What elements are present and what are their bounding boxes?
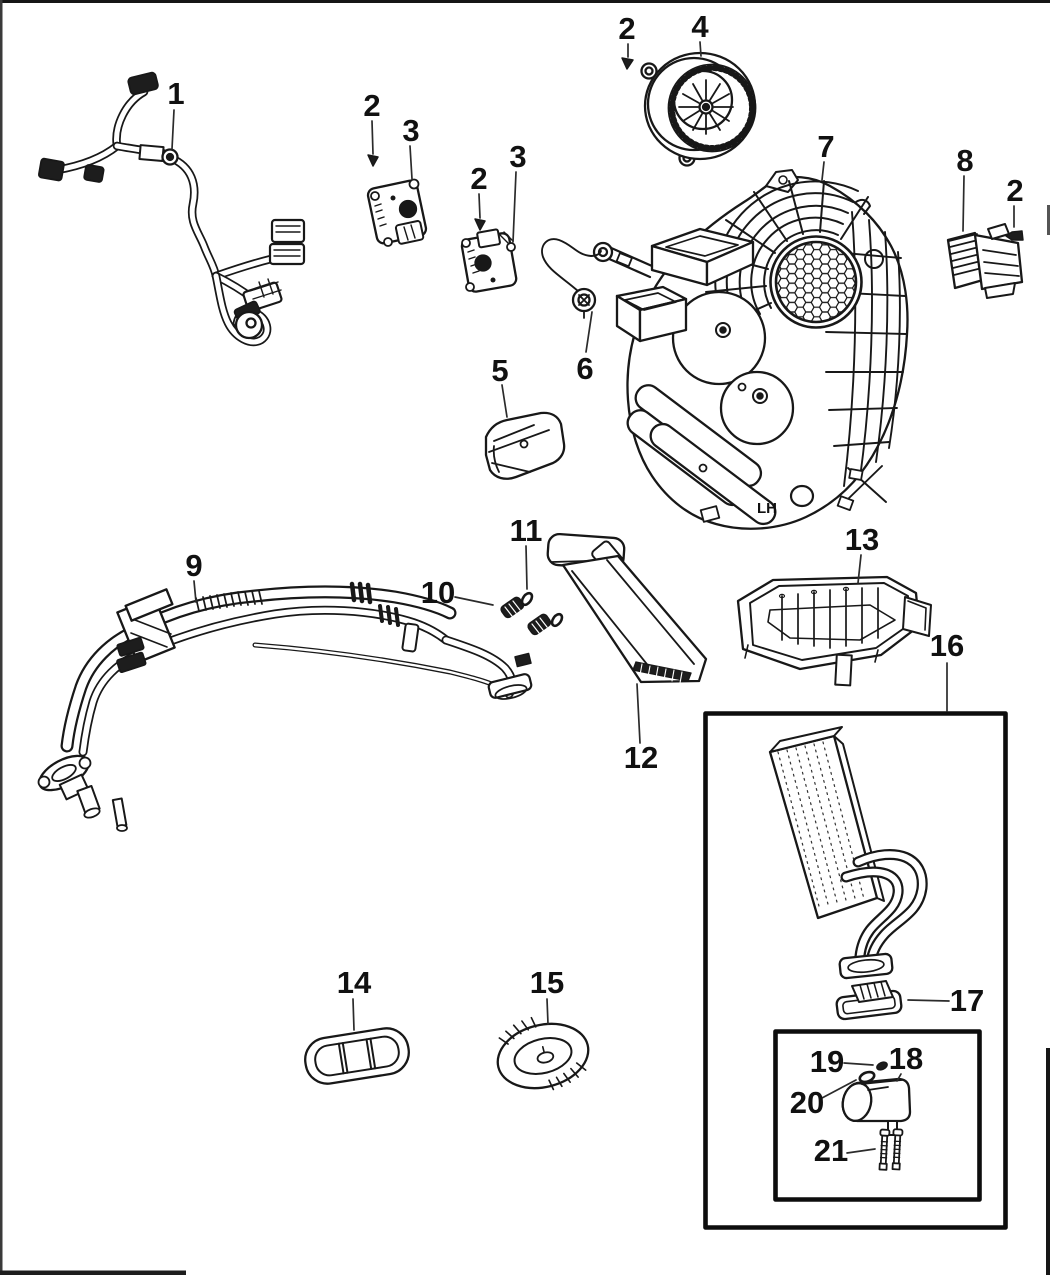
callout-14: 14 <box>337 965 372 1000</box>
callout-16: 16 <box>930 628 964 663</box>
callout-2d: 2 <box>1006 173 1023 208</box>
screw-2c <box>621 57 634 70</box>
callout-2c: 2 <box>618 11 635 46</box>
part-16-heater-core <box>768 726 928 980</box>
callout-7: 7 <box>817 129 834 164</box>
callout-3a: 3 <box>402 113 419 148</box>
callout-19: 19 <box>810 1044 844 1079</box>
callout-20: 20 <box>790 1085 824 1120</box>
callout-18: 18 <box>889 1041 923 1076</box>
part-12-evaporator <box>546 532 708 684</box>
callout-15: 15 <box>530 965 564 1000</box>
part-3-actuator-a <box>366 178 428 247</box>
callout-17: 17 <box>950 983 984 1018</box>
callout-13: 13 <box>845 522 879 557</box>
part-3-actuator-b <box>460 228 518 293</box>
part-17-fitting-plate <box>835 980 903 1021</box>
part-8-resistor <box>946 223 1024 299</box>
part-19-screw <box>876 1061 888 1071</box>
callout-10: 10 <box>421 575 455 610</box>
box-16-frame <box>703 711 1008 1230</box>
callout-11: 11 <box>510 513 543 548</box>
part-9-ac-lines <box>37 581 533 832</box>
screw-2d <box>1005 230 1024 241</box>
callout-8: 8 <box>956 143 973 178</box>
callout-labels: 1 2 3 2 3 2 4 5 6 7 8 2 9 10 11 12 13 14… <box>167 9 1023 1168</box>
callout-4: 4 <box>691 9 709 44</box>
callout-2a: 2 <box>363 88 380 123</box>
callout-2b: 2 <box>470 161 487 196</box>
part-10-seals <box>500 596 552 636</box>
screw-2a <box>367 154 379 167</box>
part-14-gasket <box>304 1027 410 1085</box>
part-20-oring <box>858 1070 876 1084</box>
part-4-blower-motor <box>640 51 757 167</box>
part-13-drain-pan <box>736 575 932 687</box>
scan-border-top <box>0 0 1050 3</box>
part-18-expansion-valve <box>841 1077 912 1136</box>
scan-border-bottom-left <box>0 1270 186 1275</box>
part-7-hvac-housing <box>592 169 909 530</box>
part-6-screw <box>541 238 602 319</box>
scan-mark-right <box>1047 205 1050 235</box>
housing-lh-marking: LH <box>757 500 777 517</box>
part-21-bolts <box>878 1128 904 1171</box>
box-18-frame <box>773 1029 982 1202</box>
callout-21: 21 <box>814 1133 848 1168</box>
callout-1: 1 <box>167 76 184 111</box>
callout-6: 6 <box>576 351 593 386</box>
leader-lines <box>171 41 1015 1154</box>
part-5-duct <box>484 411 566 480</box>
callout-3b: 3 <box>509 139 526 174</box>
scan-border-right <box>1046 1048 1050 1275</box>
part-1-wiring-harness <box>38 71 306 347</box>
scan-border-left <box>0 0 3 1275</box>
screw-2b <box>474 218 486 231</box>
callout-12: 12 <box>624 740 658 775</box>
callout-9: 9 <box>185 548 202 583</box>
callout-5: 5 <box>491 353 508 388</box>
part-15-gasket <box>496 1016 590 1091</box>
part-11-orings <box>520 591 564 628</box>
